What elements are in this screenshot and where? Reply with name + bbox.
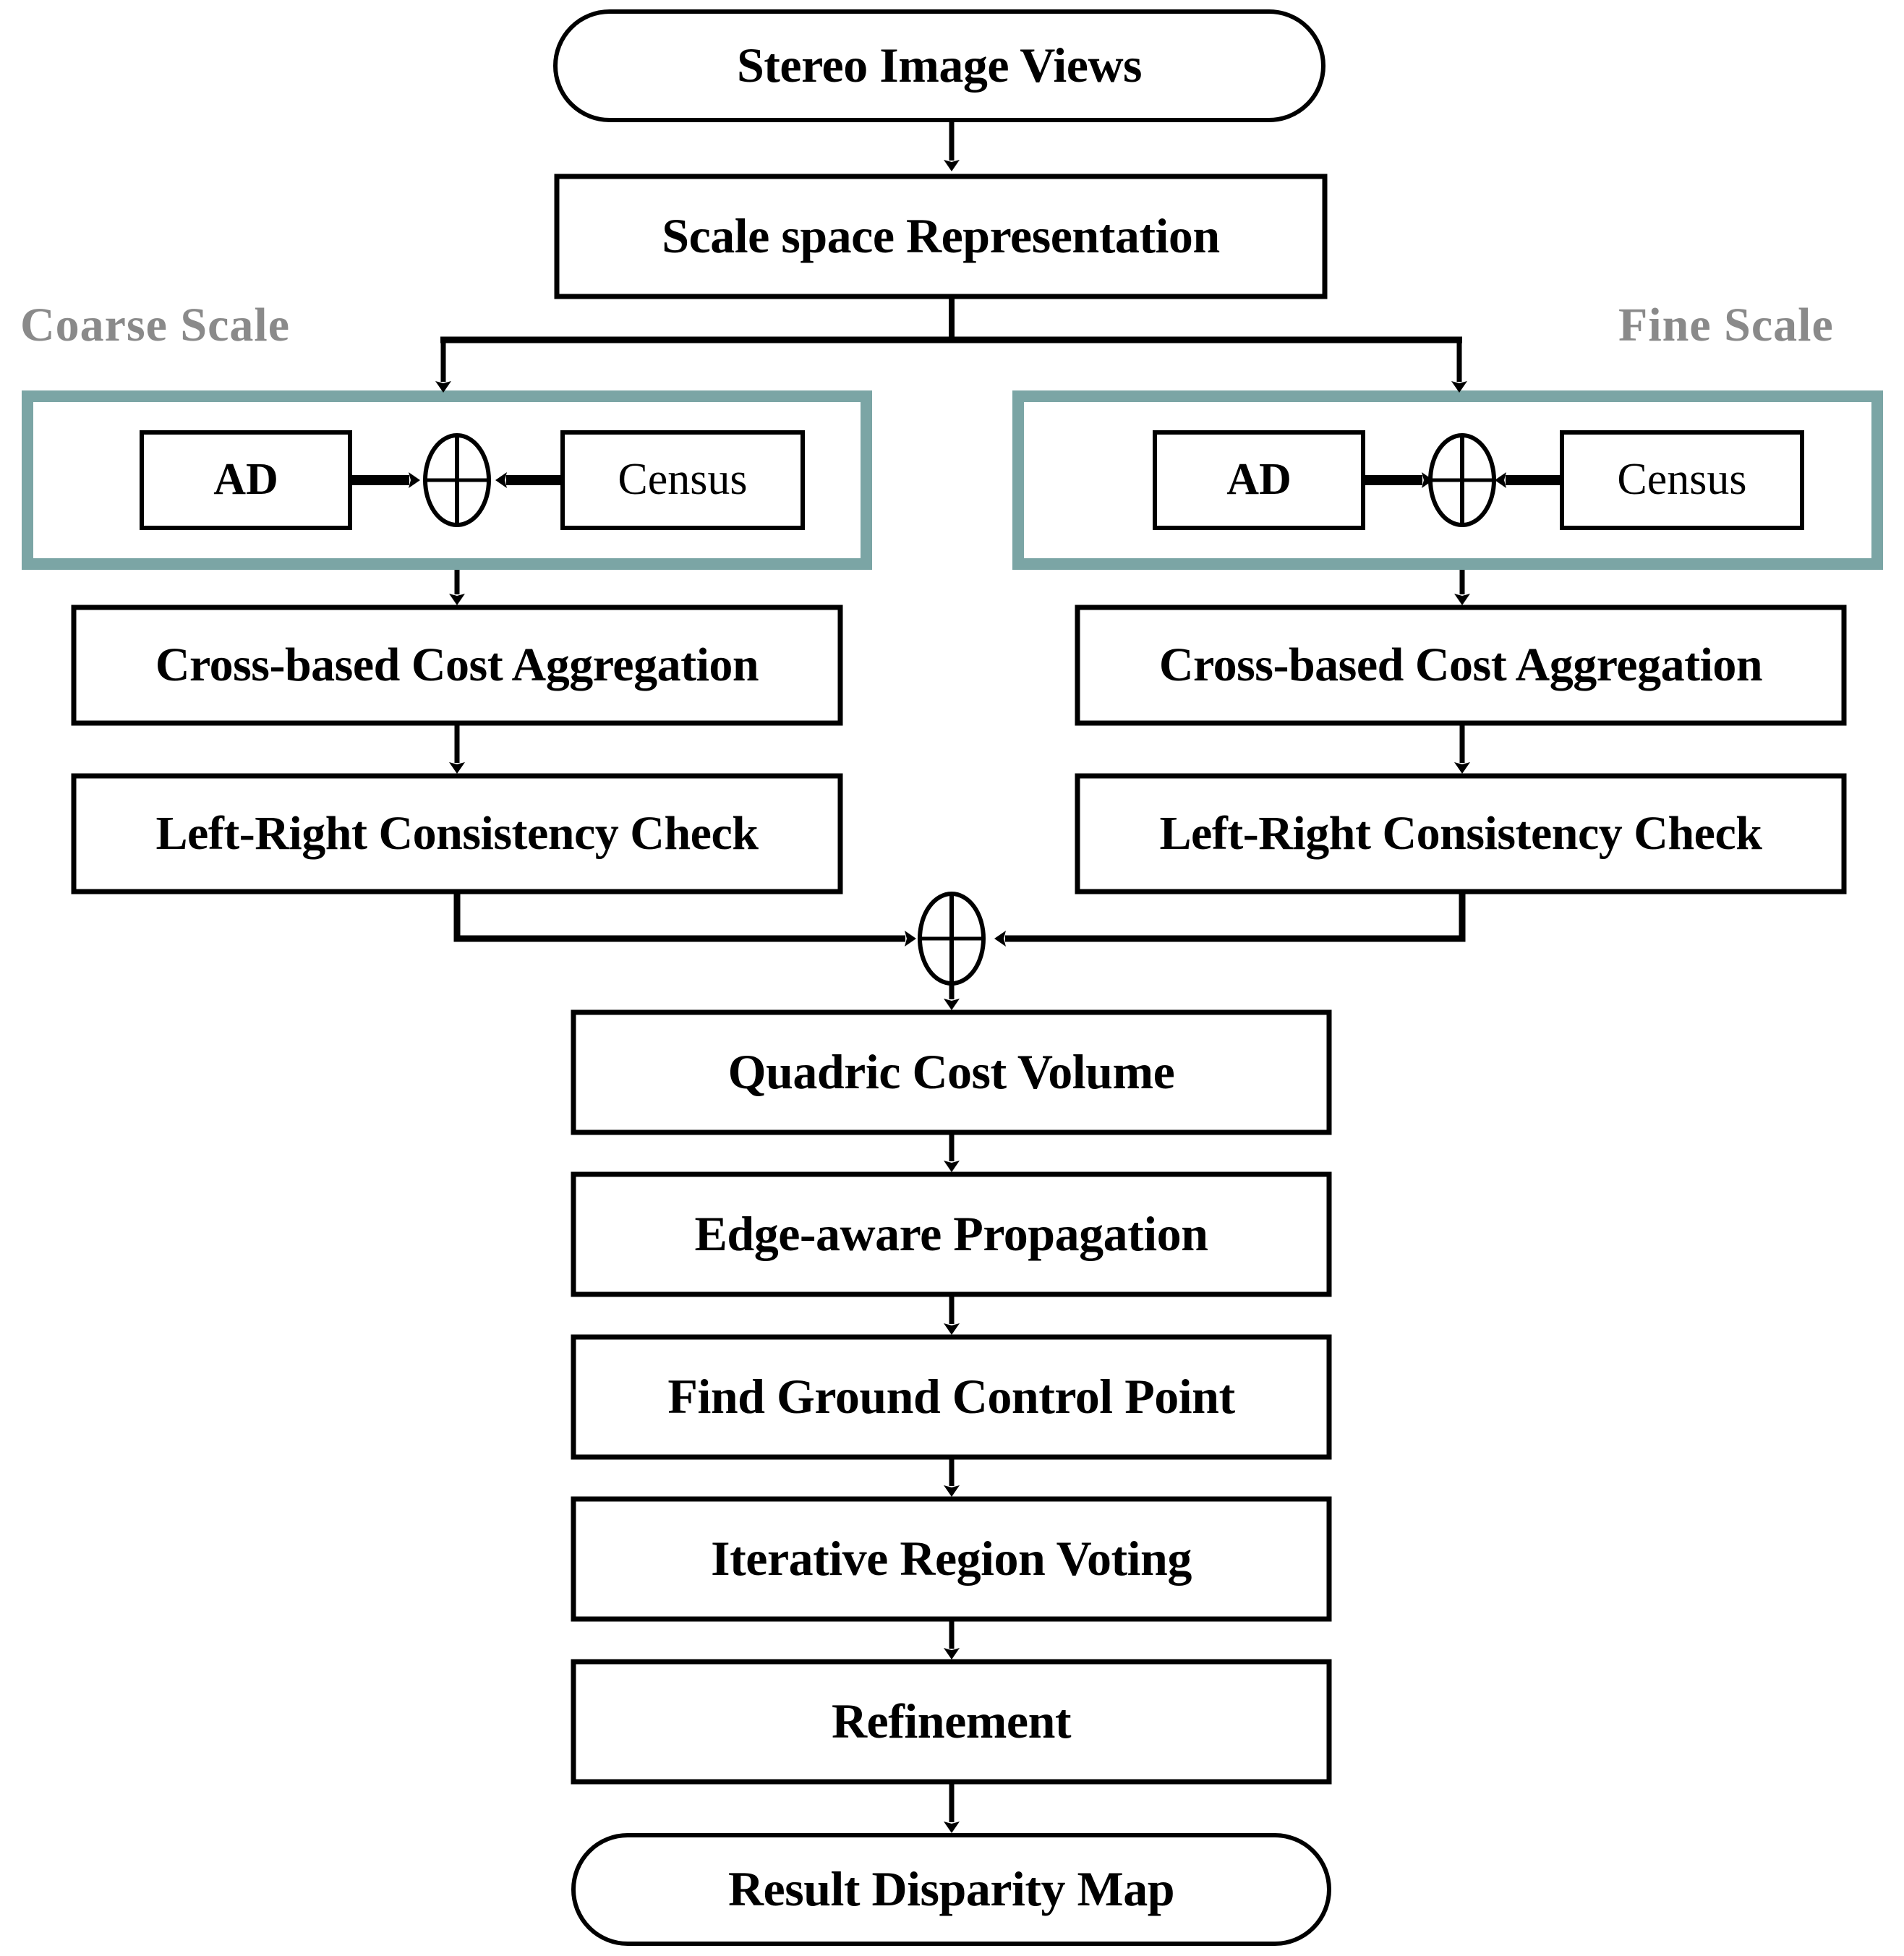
coarse-ad-node-shape	[140, 430, 352, 530]
coarse-scale-caption: Coarse Scale	[20, 299, 291, 351]
fine-aggregation-node-shape	[1075, 605, 1847, 726]
coarse-scale-group-frame	[22, 390, 872, 570]
fine-scale-caption: Fine Scale	[1618, 299, 1834, 351]
scale-space-node-shape	[554, 174, 1328, 299]
region-voting-node-shape	[571, 1496, 1332, 1622]
quadric-node-shape	[571, 1009, 1332, 1135]
fine-lrcheck-node-shape	[1075, 773, 1847, 894]
coarse-aggregation-node-shape	[71, 605, 843, 726]
fine-ad-node-shape	[1153, 430, 1365, 530]
coarse-lrcheck-node-shape	[71, 773, 843, 894]
edge-fine-lrcheck-to-scale-merge	[994, 892, 1466, 947]
coarse-census-node-shape	[560, 430, 805, 530]
start-node-shape	[553, 9, 1325, 122]
ground-control-node-shape	[571, 1334, 1332, 1460]
edge-coarse-lrcheck-to-scale-merge	[453, 892, 916, 947]
result-node-shape	[571, 1833, 1331, 1946]
edge-aware-node-shape	[571, 1171, 1332, 1297]
fine-scale-group-frame	[1012, 390, 1883, 570]
fine-census-node-shape	[1560, 430, 1804, 530]
refinement-node-shape	[571, 1659, 1332, 1785]
